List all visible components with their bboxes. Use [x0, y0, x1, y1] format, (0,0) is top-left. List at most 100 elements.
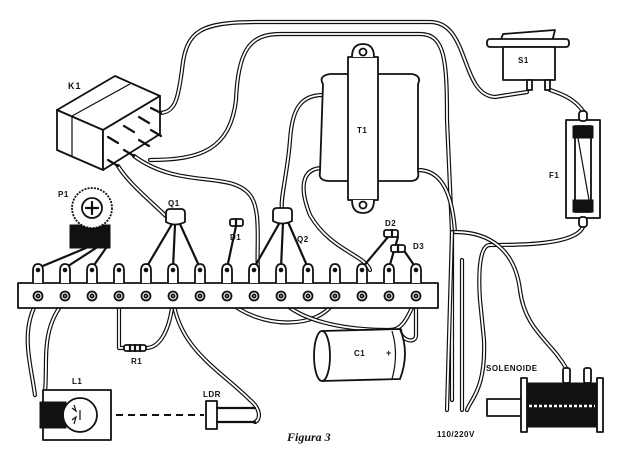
component-lead — [360, 235, 390, 270]
wire — [301, 165, 373, 273]
fuse-label: F1 — [549, 171, 559, 180]
wire — [115, 163, 175, 225]
fuse-f1: F1 — [549, 110, 601, 228]
wire — [42, 297, 68, 395]
ldr-body — [205, 400, 218, 430]
wire — [415, 167, 458, 235]
ldr-label: LDR — [203, 390, 221, 399]
component-lead — [279, 221, 285, 270]
terminal-tab — [221, 263, 233, 283]
capacitor-label: C1 — [354, 349, 365, 358]
terminal-eyelet — [329, 290, 341, 302]
resistor-r1: R1 — [123, 343, 147, 366]
terminal-tab — [86, 263, 98, 283]
relay-label: K1 — [68, 81, 82, 91]
terminal-eyelet — [302, 290, 314, 302]
relay-front-face — [102, 95, 161, 171]
component-lead — [286, 220, 310, 270]
terminal-tab — [248, 263, 260, 283]
terminal-tabs — [32, 263, 422, 283]
switch-s1: S1 — [486, 29, 570, 91]
mains-label: 110/220V — [437, 430, 475, 439]
wire — [170, 297, 261, 425]
q2-label: Q2 — [297, 235, 309, 244]
terminal-eyelet — [140, 290, 152, 302]
terminal-eyelet — [410, 290, 422, 302]
transistor-q2: Q2 — [272, 207, 309, 244]
terminal-tab — [383, 263, 395, 283]
terminal-tab — [140, 263, 152, 283]
transistor-q1: Q1 — [165, 199, 186, 226]
q1-body — [165, 208, 186, 226]
wire — [131, 153, 261, 273]
potentiometer-p1: P1 — [58, 187, 113, 249]
terminal-tab — [167, 263, 179, 283]
lamp-l1: L1 — [39, 377, 112, 441]
terminal-tab — [356, 263, 368, 283]
solenoid-plunger — [486, 398, 525, 417]
component-lead — [225, 224, 238, 270]
terminal-eyelets — [32, 290, 422, 302]
terminal-tab — [32, 263, 44, 283]
d3-label: D3 — [413, 242, 424, 251]
terminal-tab — [113, 263, 125, 283]
d2-label: D2 — [385, 219, 396, 228]
terminal-eyelet — [59, 290, 71, 302]
capacitor-body — [321, 328, 406, 382]
q1-label: Q1 — [168, 199, 180, 208]
component-lead — [63, 246, 98, 270]
lamp-base — [39, 401, 67, 429]
q2-body — [272, 207, 293, 225]
terminal-eyelet — [194, 290, 206, 302]
terminal-eyelet — [167, 290, 179, 302]
relay-edge — [71, 83, 131, 117]
diode-d2: D2 — [383, 219, 399, 239]
terminal-tab — [194, 263, 206, 283]
lamp-label: L1 — [72, 377, 82, 386]
wire — [464, 224, 586, 413]
solenoid-flange-left — [520, 377, 528, 433]
transformer-label: T1 — [357, 126, 367, 135]
fuse-cap-bottom — [572, 199, 594, 213]
wire — [157, 19, 530, 116]
ldr: LDR — [203, 390, 257, 430]
terminal-eyelet — [248, 290, 260, 302]
terminal-tab — [410, 263, 422, 283]
wire — [147, 31, 455, 403]
terminal-tab — [59, 263, 71, 283]
terminal-eyelet — [86, 290, 98, 302]
wire — [444, 229, 455, 413]
solenoid: SOLENOIDE — [486, 364, 604, 433]
fuse-cap-top — [572, 125, 594, 139]
wire — [279, 92, 326, 211]
component-lead — [252, 220, 282, 270]
component-lead — [178, 222, 202, 270]
solenoid-label: SOLENOIDE — [486, 364, 538, 373]
pot-label: P1 — [58, 190, 69, 199]
diode-d1: D1 — [229, 217, 244, 242]
terminal-eyelet — [356, 290, 368, 302]
relay-k1: K1 — [56, 75, 163, 171]
terminal-tab — [302, 263, 314, 283]
terminal-eyelet — [383, 290, 395, 302]
terminal-eyelet — [113, 290, 125, 302]
relay-pins — [106, 106, 163, 168]
wire — [25, 297, 41, 398]
capacitor-polarity: + — [386, 348, 392, 358]
component-lead — [144, 222, 174, 270]
wire — [547, 87, 586, 114]
terminal-tab — [329, 263, 341, 283]
figure-caption: Figura 3 — [286, 430, 331, 444]
terminal-eyelet — [221, 290, 233, 302]
component-lead — [171, 223, 177, 270]
component-lead — [36, 246, 88, 270]
transformer-t1: T1 — [318, 43, 421, 214]
switch-bezel — [486, 38, 570, 48]
solenoid-flange-right — [596, 377, 604, 433]
resistor-label: R1 — [131, 357, 142, 366]
switch-body — [502, 46, 556, 81]
wire — [116, 297, 127, 351]
terminal-eyelet — [32, 290, 44, 302]
